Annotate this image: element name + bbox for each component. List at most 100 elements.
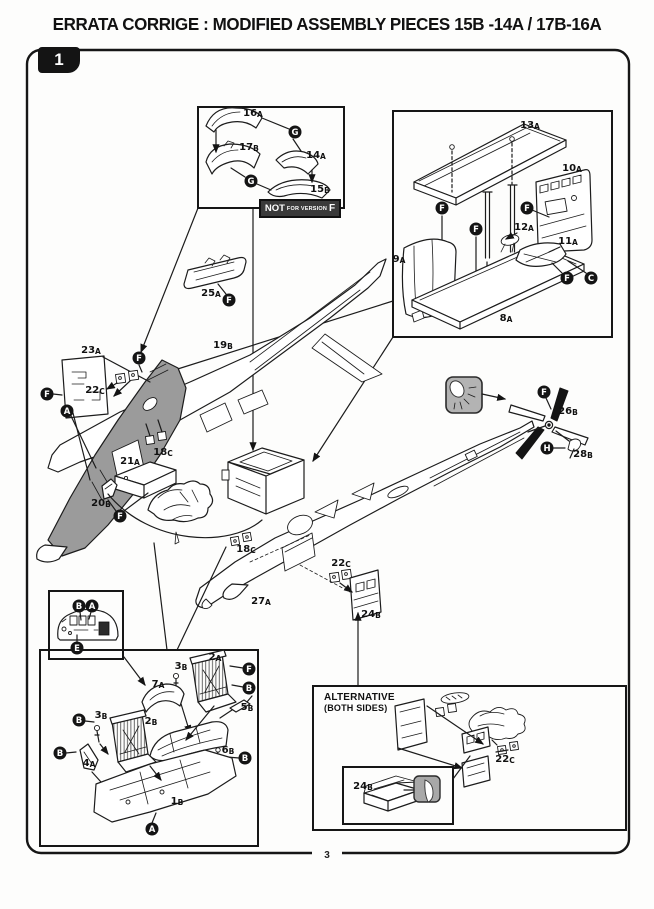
part-label-27a-20: 27A [251, 596, 271, 607]
part-25a [183, 254, 247, 295]
color-marker-b-20: B [53, 746, 67, 760]
part-label-18c-19: 18C [236, 544, 256, 555]
svg-text:A: A [149, 825, 156, 835]
svg-text:H: H [543, 444, 550, 454]
svg-text:F: F [226, 296, 232, 306]
parts-22c-24b [299, 564, 382, 621]
glue-cement-icon [445, 376, 507, 414]
part-label-2b-26: 2B [145, 716, 158, 727]
part-label-12a-10: 12A [514, 222, 534, 233]
part-label-14a-2: 14A [306, 150, 326, 161]
clips-18c-center [229, 531, 253, 547]
part-label-24b-32: 24B [353, 781, 373, 792]
color-marker-f-10: F [560, 271, 574, 285]
color-marker-f-6: F [113, 509, 127, 523]
alternative-line1: ALTERNATIVE [324, 692, 395, 703]
svg-text:F: F [541, 388, 547, 398]
svg-text:F: F [473, 225, 479, 235]
svg-text:F: F [524, 204, 530, 214]
svg-text:B: B [76, 716, 82, 726]
part-label-3b-24: 3B [175, 661, 188, 672]
part-label-22c-33: 22C [495, 754, 515, 765]
color-marker-g-1: G [244, 174, 258, 188]
color-marker-b-19: B [72, 713, 86, 727]
color-marker-a-22: A [145, 822, 159, 836]
part-label-3b-27: 3B [95, 710, 108, 721]
svg-text:G: G [248, 177, 255, 187]
color-marker-f-2: F [222, 293, 236, 307]
leader-line [312, 336, 394, 463]
svg-text:F: F [44, 390, 50, 400]
part-label-13a-8: 13A [520, 120, 540, 131]
part-label-22c-7: 22C [85, 385, 105, 396]
color-marker-f-12: F [537, 385, 551, 399]
color-marker-b-21: B [238, 751, 252, 765]
part-label-23a-6: 23A [81, 345, 101, 356]
step-number-badge: 1 [38, 47, 80, 73]
part-label-7a-25: 7A [152, 679, 165, 690]
part-label-25a-4: 25A [201, 288, 221, 299]
color-marker-h-13: H [540, 441, 554, 455]
part-label-17b-1: 17B [239, 142, 259, 153]
avionics-box [221, 447, 305, 515]
part-label-26b-14: 26B [558, 406, 578, 417]
alternative-box [312, 685, 627, 831]
part-label-22c-21: 22C [331, 558, 351, 569]
svg-text:B: B [57, 749, 63, 759]
svg-text:B: B [242, 754, 248, 764]
part-label-4a-28: 4A [83, 758, 96, 769]
color-marker-e-16: E [70, 641, 84, 655]
not-for-version-badge: NOT FOR VERSION F [259, 199, 341, 218]
badge-middle: FOR VERSION [286, 205, 328, 212]
svg-text:B: B [76, 602, 82, 612]
svg-text:A: A [89, 602, 96, 612]
part-label-2a-23: 2A [209, 652, 222, 663]
color-marker-g-0: G [288, 125, 302, 139]
svg-text:F: F [439, 204, 445, 214]
inset-deck-assembly [392, 110, 613, 338]
color-marker-f-3: F [132, 351, 146, 365]
tail-rotor-group [508, 387, 589, 460]
cockpit-armor-part [147, 480, 214, 545]
svg-text:E: E [74, 644, 80, 654]
color-marker-c-11: C [584, 271, 598, 285]
svg-text:C: C [588, 274, 594, 284]
color-marker-f-7: F [435, 201, 449, 215]
svg-text:A: A [64, 407, 71, 417]
page-number: 3 [0, 845, 654, 863]
svg-text:F: F [117, 512, 123, 522]
part-label-16a-0: 16A [243, 108, 263, 119]
knife-cut-icon [413, 775, 441, 803]
cockpit-assembly-box [39, 649, 259, 847]
parts-21a-20b [101, 461, 263, 539]
part-label-10a-9: 10A [562, 163, 582, 174]
part-label-24b-22: 24B [361, 609, 381, 620]
leader-line [123, 656, 146, 686]
color-marker-b-18: B [242, 681, 256, 695]
leader-line [153, 542, 168, 651]
part-label-11a-11: 11A [558, 236, 578, 247]
leader-line [176, 546, 227, 651]
page-title: ERRATA CORRIGE : MODIFIED ASSEMBLY PIECE… [52, 14, 602, 34]
inset-modified-pieces [197, 106, 345, 209]
svg-text:F: F [564, 274, 570, 284]
plate-23a-and-clips [52, 355, 151, 481]
svg-text:B: B [246, 684, 252, 694]
part-label-9a-12: 9A [393, 254, 406, 265]
part-label-21a-17: 21A [120, 456, 140, 467]
part-label-18c-16: 18C [153, 447, 173, 458]
part-label-6b-30: 6B [222, 745, 235, 756]
clips-18c-left [145, 419, 167, 445]
part-label-28b-15: 28B [573, 449, 593, 460]
color-marker-f-8: F [469, 222, 483, 236]
color-marker-f-17: F [242, 662, 256, 676]
inset-instrument-panel [48, 590, 124, 660]
svg-text:F: F [246, 665, 252, 675]
color-marker-f-9: F [520, 201, 534, 215]
alternative-line2: (BOTH SIDES) [324, 703, 388, 713]
svg-text:F: F [136, 354, 142, 364]
svg-text:G: G [292, 128, 299, 138]
badge-suffix: F [329, 203, 336, 214]
badge-prefix: NOT [264, 203, 285, 214]
